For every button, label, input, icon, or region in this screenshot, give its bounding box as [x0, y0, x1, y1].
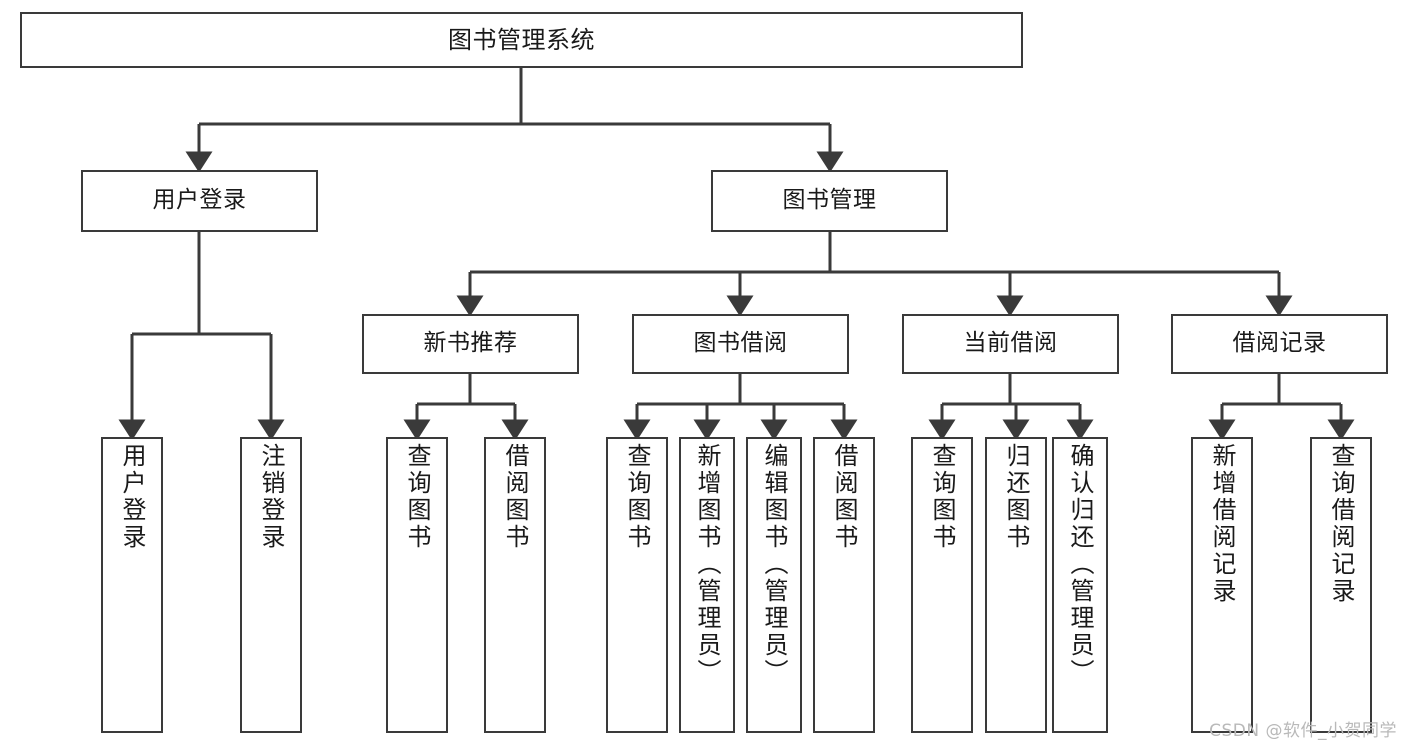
- node-level2-1[interactable]: 图书管理: [711, 170, 948, 232]
- node-leaf-4-label: 查询图书: [623, 443, 651, 551]
- node-leaf-1-label: 注销登录: [257, 443, 285, 551]
- node-level2-0-label: 用户登录: [152, 187, 247, 214]
- node-level3-0[interactable]: 新书推荐: [362, 314, 579, 374]
- node-leaf-10-label: 确认归还（管理员）: [1066, 443, 1094, 686]
- node-level3-0-label: 新书推荐: [423, 330, 518, 357]
- node-root-label: 图书管理系统: [448, 25, 595, 54]
- node-leaf-7[interactable]: 借阅图书: [813, 437, 875, 733]
- node-leaf-4[interactable]: 查询图书: [606, 437, 668, 733]
- node-leaf-2[interactable]: 查询图书: [386, 437, 448, 733]
- node-leaf-5[interactable]: 新增图书（管理员）: [679, 437, 735, 733]
- node-leaf-9[interactable]: 归还图书: [985, 437, 1047, 733]
- node-leaf-6-label: 编辑图书（管理员）: [760, 443, 788, 686]
- node-leaf-11-label: 新增借阅记录: [1208, 443, 1236, 605]
- node-leaf-12-label: 查询借阅记录: [1327, 443, 1355, 605]
- node-leaf-12[interactable]: 查询借阅记录: [1310, 437, 1372, 733]
- node-leaf-8-label: 查询图书: [928, 443, 956, 551]
- node-level3-3-label: 借阅记录: [1232, 330, 1327, 357]
- node-leaf-0-label: 用户登录: [118, 443, 146, 551]
- node-leaf-11[interactable]: 新增借阅记录: [1191, 437, 1253, 733]
- node-leaf-8[interactable]: 查询图书: [911, 437, 973, 733]
- node-leaf-0[interactable]: 用户登录: [101, 437, 163, 733]
- node-leaf-3[interactable]: 借阅图书: [484, 437, 546, 733]
- node-root[interactable]: 图书管理系统: [20, 12, 1023, 68]
- node-level3-1-label: 图书借阅: [693, 330, 788, 357]
- node-level3-1[interactable]: 图书借阅: [632, 314, 849, 374]
- node-level3-2-label: 当前借阅: [963, 330, 1058, 357]
- node-leaf-10[interactable]: 确认归还（管理员）: [1052, 437, 1108, 733]
- node-level2-0[interactable]: 用户登录: [81, 170, 318, 232]
- node-leaf-9-label: 归还图书: [1002, 443, 1030, 551]
- node-leaf-7-label: 借阅图书: [830, 443, 858, 551]
- node-level3-3[interactable]: 借阅记录: [1171, 314, 1388, 374]
- node-level2-1-label: 图书管理: [782, 187, 877, 214]
- node-leaf-2-label: 查询图书: [403, 443, 431, 551]
- node-leaf-5-label: 新增图书（管理员）: [693, 443, 721, 686]
- node-leaf-6[interactable]: 编辑图书（管理员）: [746, 437, 802, 733]
- watermark: CSDN @软件_小贺同学: [1209, 721, 1397, 741]
- node-leaf-1[interactable]: 注销登录: [240, 437, 302, 733]
- node-level3-2[interactable]: 当前借阅: [902, 314, 1119, 374]
- node-leaf-3-label: 借阅图书: [501, 443, 529, 551]
